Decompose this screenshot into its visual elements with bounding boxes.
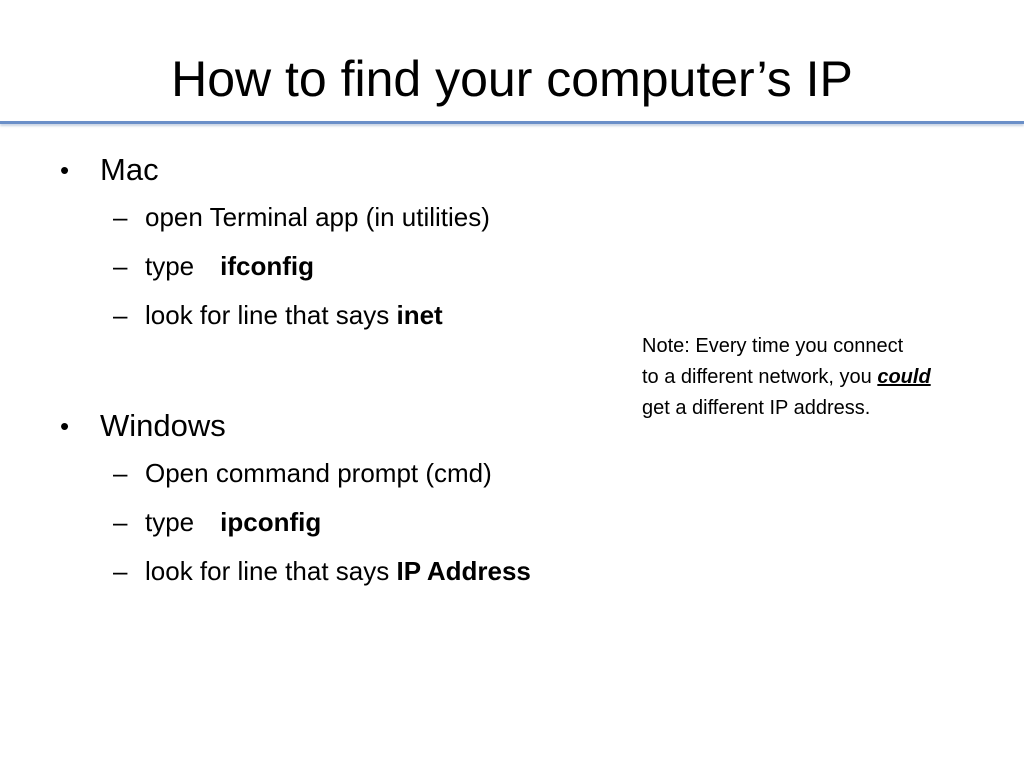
list-item-text: Open command prompt (cmd) [145, 458, 492, 488]
side-note: Note: Every time you connect to a differ… [642, 331, 1012, 424]
section-heading-label: Windows [100, 408, 226, 443]
note-line: Note: Every time you connect [642, 335, 904, 357]
bullet-icon: • [60, 411, 70, 441]
slide-title: How to find your computer’s IP [171, 51, 853, 107]
command-keyword: ifconfig [220, 251, 315, 281]
note-emphasis: could [877, 366, 931, 388]
list-item: – type ifconfig [58, 246, 618, 295]
section-heading-windows: • Windows [58, 404, 618, 448]
output-keyword: IP Address [396, 556, 531, 586]
list-item: – type ipconfig [58, 502, 618, 551]
section-heading-mac: • Mac [58, 148, 618, 192]
dash-icon: – [113, 251, 128, 281]
note-line: get a different IP address. [642, 397, 871, 419]
bullet-icon: • [60, 155, 70, 185]
title-divider [0, 121, 1024, 124]
note-text: to a different network, you [642, 366, 878, 388]
list-item-text: open Terminal app (in utilities) [145, 202, 490, 232]
note-line: to a different network, you could [642, 362, 1012, 393]
dash-icon: – [113, 556, 128, 586]
output-keyword: inet [396, 300, 443, 330]
list-item: – open Terminal app (in utilities) [58, 197, 618, 246]
dash-icon: – [113, 300, 128, 330]
dash-icon: – [113, 507, 128, 537]
list-item-text: type [145, 507, 195, 537]
list-item: – look for line that says IP Address [58, 551, 618, 600]
dash-icon: – [113, 202, 128, 232]
list-item: – look for line that says inet [58, 295, 618, 344]
command-keyword: ipconfig [220, 507, 322, 537]
slide-body: • Mac – open Terminal app (in utilities)… [58, 148, 618, 600]
list-item: – Open command prompt (cmd) [58, 453, 618, 502]
list-item-text: look for line that says [145, 556, 397, 586]
list-item-text: type [145, 251, 195, 281]
list-item-text: look for line that says [145, 300, 397, 330]
section-heading-label: Mac [100, 152, 159, 187]
dash-icon: – [113, 458, 128, 488]
